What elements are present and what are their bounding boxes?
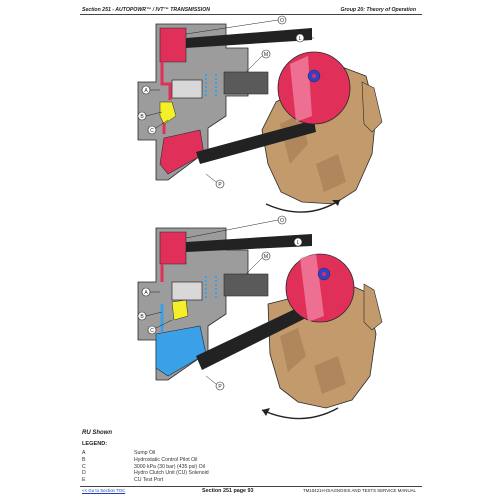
svg-text:O: O xyxy=(280,218,284,224)
callout-A-top: A xyxy=(141,85,160,95)
callout-P-top: P xyxy=(205,173,225,189)
page-footer: << Go to Section TOC Section 251 page 93… xyxy=(76,486,426,496)
legend-item: A Sump Oil xyxy=(82,450,422,457)
spool-bottom xyxy=(223,273,269,297)
rotation-arrowhead-bottom xyxy=(262,408,270,416)
legend-key: D xyxy=(82,470,86,477)
solenoid-valve-top xyxy=(171,79,203,99)
legend-key: E xyxy=(82,477,86,484)
manual-title: TM10421H-DIAGNOSIS AND TESTS SERVICE MAN… xyxy=(302,488,416,493)
servo-rod-lower-top xyxy=(196,120,316,164)
svg-text:L: L xyxy=(297,240,300,246)
legend-item: B Hydrostatic Control Pilot Oil xyxy=(82,457,422,464)
svg-text:A: A xyxy=(144,88,148,94)
svg-text:B: B xyxy=(140,314,144,320)
legend-item: C 3000 kPa (30 bar) (435 psi) Oil xyxy=(82,464,422,471)
footer-rule xyxy=(80,486,422,487)
svg-text:C: C xyxy=(150,128,154,134)
pressure-chamber-upper-top xyxy=(159,27,187,63)
legend-label: Hydro Clutch Unit (CU) Solenoid xyxy=(134,470,209,477)
svg-text:C: C xyxy=(150,328,154,334)
callout-L-top: L xyxy=(295,33,314,43)
svg-text:M: M xyxy=(264,52,268,58)
go-to-section-toc-link[interactable]: << Go to Section TOC xyxy=(82,488,126,493)
legend-label: 3000 kPa (30 bar) (435 psi) Oil xyxy=(134,463,205,470)
legend-label: Hydrostatic Control Pilot Oil xyxy=(134,456,198,463)
swashplate-lobe-top xyxy=(361,81,383,133)
figure-caption: RU Shown xyxy=(82,430,112,436)
diagram-bottom: O L M A B xyxy=(137,215,383,420)
group-title: Group 20: Theory of Operation xyxy=(340,7,416,13)
callout-P-bottom: P xyxy=(205,375,225,391)
svg-text:A: A xyxy=(144,290,148,296)
rotation-arrow-bottom xyxy=(261,407,339,420)
legend-key: B xyxy=(82,456,86,463)
legend-key: C xyxy=(82,463,86,470)
legend-label: Sump Oil xyxy=(134,450,156,456)
legend-key: A xyxy=(82,450,86,456)
callout-C-bottom: C xyxy=(147,319,173,335)
svg-text:P: P xyxy=(218,182,222,188)
pilot-oil-bottom xyxy=(171,299,189,321)
legend-label: CU Test Port xyxy=(134,477,164,484)
swashplate-lobe-bottom xyxy=(363,283,383,331)
svg-text:M: M xyxy=(264,254,268,260)
callout-L-bottom: L xyxy=(293,237,303,247)
cam-pin-top xyxy=(312,74,316,78)
legend-list: A Sump Oil B Hydrostatic Control Pilot O… xyxy=(82,450,422,484)
legend-item: E CU Test Port xyxy=(82,477,422,484)
callout-O-bottom: O xyxy=(185,215,287,239)
svg-text:L: L xyxy=(299,36,302,42)
cam-disc-slot-top xyxy=(290,56,312,122)
rotation-arrow-top xyxy=(265,199,341,213)
rotation-arrowhead-top xyxy=(332,200,340,206)
callout-B-top: B xyxy=(137,111,163,121)
page-header: Section 251 - AUTOPOWR™ / IVT™ TRANSMISS… xyxy=(76,4,426,16)
cam-pin-bottom xyxy=(322,272,326,276)
page-number: Section 251 page 93 xyxy=(202,487,254,494)
callout-B-bottom: B xyxy=(137,311,163,321)
callout-O-top: O xyxy=(185,15,287,35)
pilot-oil-top xyxy=(159,101,177,125)
svg-text:O: O xyxy=(280,18,284,24)
callout-M-bottom: M xyxy=(245,251,271,275)
cam-disc-slot-bottom xyxy=(300,254,324,322)
servo-rod-lower-bottom xyxy=(196,300,318,370)
pressure-chamber-upper-bottom xyxy=(159,231,187,265)
solenoid-valve-bottom xyxy=(171,281,203,301)
svg-text:B: B xyxy=(140,114,144,120)
swashplate-shading-bottom xyxy=(280,328,346,394)
section-title: Section 251 - AUTOPOWR™ / IVT™ TRANSMISS… xyxy=(82,7,210,13)
servo-rod-upper-bottom xyxy=(186,234,312,252)
spool-top xyxy=(223,71,269,95)
pressure-chamber-lower-bottom xyxy=(155,325,207,377)
diagram-top: O L M A B xyxy=(137,15,383,213)
cam-disc-top xyxy=(277,51,351,125)
callout-C-top: C xyxy=(147,119,169,135)
legend-item: D Hydro Clutch Unit (CU) Solenoid xyxy=(82,470,422,477)
callout-M-top: M xyxy=(245,49,271,73)
pressure-chamber-lower-top xyxy=(159,129,205,175)
manual-page: Section 251 - AUTOPOWR™ / IVT™ TRANSMISS… xyxy=(76,4,426,496)
legend-title: LEGEND: xyxy=(82,441,108,447)
hydraulic-diagrams: O L M A B xyxy=(137,15,383,420)
svg-text:P: P xyxy=(218,384,222,390)
callout-A-bottom: A xyxy=(141,287,160,297)
servo-rod-upper-top xyxy=(186,28,312,48)
header-rule xyxy=(80,14,422,15)
